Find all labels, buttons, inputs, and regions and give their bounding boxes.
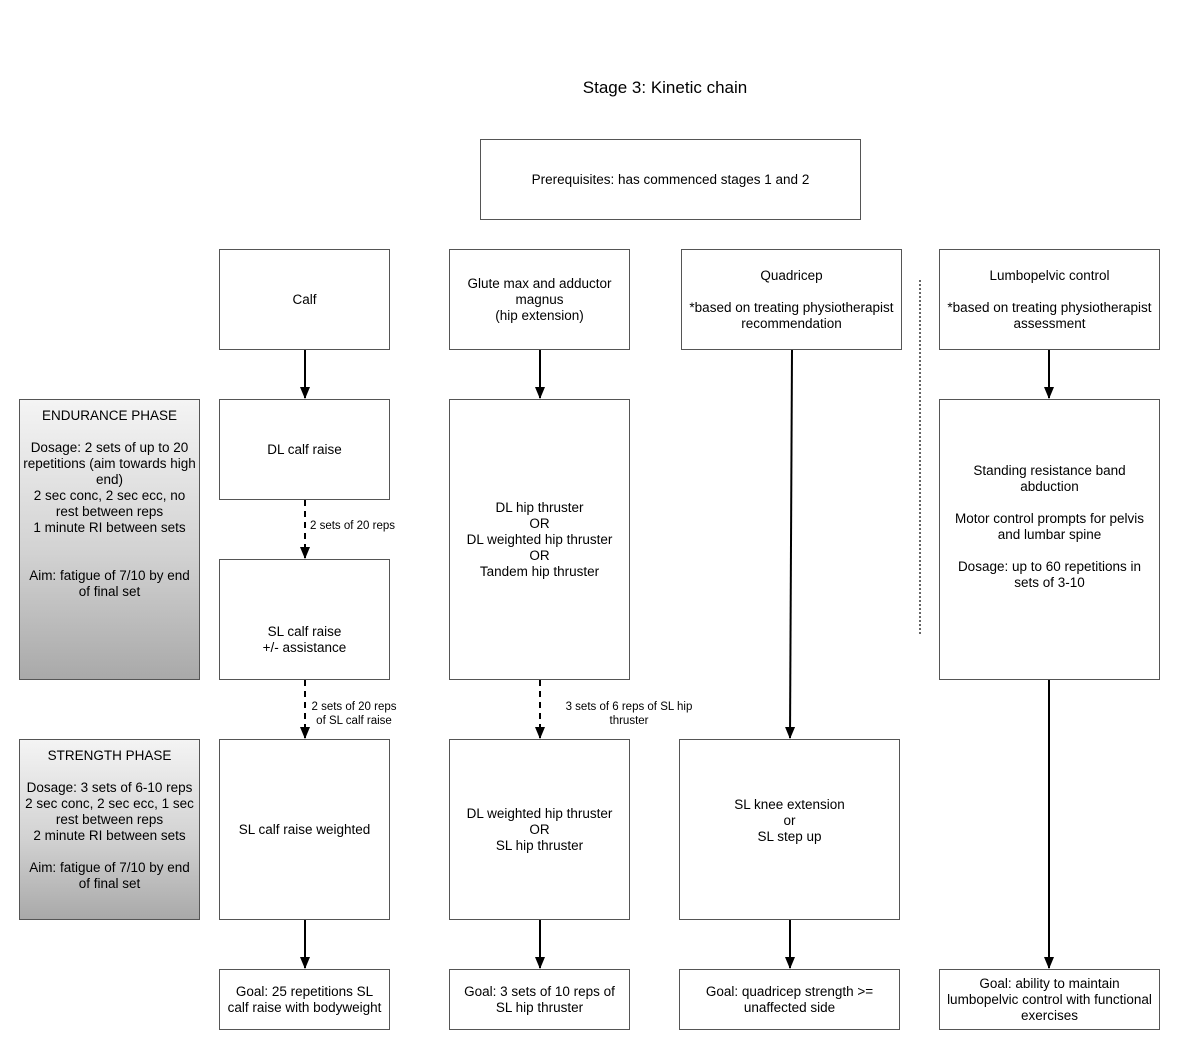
goal-lumbo-text: Goal: ability to maintain lumbopelvic co…	[947, 975, 1152, 1023]
lumbo-header-box: Lumbopelvic control *based on treating p…	[939, 249, 1160, 350]
goal-calf-text: Goal: 25 repetitions SL calf raise with …	[227, 983, 382, 1015]
lumbo-band-text: Standing resistance band abduction Motor…	[954, 462, 1145, 590]
hip-progression-label: 3 sets of 6 reps of SL hip thruster	[565, 701, 693, 727]
goal-lumbo-box: Goal: ability to maintain lumbopelvic co…	[939, 969, 1160, 1030]
dl-calf-raise-text: DL calf raise	[267, 441, 342, 457]
hip-thruster-box: DL hip thruster OR DL weighted hip thrus…	[449, 399, 630, 680]
sl-knee-extension-text: SL knee extension or SL step up	[734, 796, 845, 844]
dl-weighted-hip-text: DL weighted hip thruster OR SL hip thrus…	[466, 805, 613, 853]
goal-glute-text: Goal: 3 sets of 10 reps of SL hip thrust…	[464, 983, 615, 1015]
lumbo-header-text: Lumbopelvic control *based on treating p…	[947, 268, 1152, 331]
calf-progression-label-2: 2 sets of 20 reps of SL calf raise	[311, 701, 397, 727]
strength-phase-box: STRENGTH PHASE Dosage: 3 sets of 6-10 re…	[19, 739, 200, 920]
dl-weighted-hip-box: DL weighted hip thruster OR SL hip thrus…	[449, 739, 630, 920]
goal-quad-box: Goal: quadricep strength >= unaffected s…	[679, 969, 900, 1030]
quad-header-text: Quadricep *based on treating physiothera…	[689, 268, 894, 331]
sl-calf-raise-text: SL calf raise +/- assistance	[262, 623, 347, 655]
prerequisites-text: Prerequisites: has commenced stages 1 an…	[531, 171, 810, 187]
goal-calf-box: Goal: 25 repetitions SL calf raise with …	[219, 969, 390, 1030]
prerequisites-box: Prerequisites: has commenced stages 1 an…	[480, 139, 861, 220]
goal-quad-text: Goal: quadricep strength >= unaffected s…	[705, 983, 874, 1015]
goal-glute-box: Goal: 3 sets of 10 reps of SL hip thrust…	[449, 969, 630, 1030]
calf-header-text: Calf	[292, 291, 317, 307]
diagram-title: Stage 3: Kinetic chain	[582, 78, 748, 97]
quad-header-box: Quadricep *based on treating physiothera…	[681, 249, 902, 350]
glute-header-text: Glute max and adductor magnus (hip exten…	[467, 275, 612, 323]
sl-calf-weighted-text: SL calf raise weighted	[238, 821, 371, 837]
calf-header-box: Calf	[219, 249, 390, 350]
dl-calf-raise-box: DL calf raise	[219, 399, 390, 500]
calf-progression-label-1: 2 sets of 20 reps	[310, 520, 396, 532]
sl-calf-weighted-box: SL calf raise weighted	[219, 739, 390, 920]
lumbo-band-box: Standing resistance band abduction Motor…	[939, 399, 1160, 680]
endurance-phase-box: ENDURANCE PHASE Dosage: 2 sets of up to …	[19, 399, 200, 680]
hip-thruster-text: DL hip thruster OR DL weighted hip thrus…	[466, 499, 613, 579]
glute-header-box: Glute max and adductor magnus (hip exten…	[449, 249, 630, 350]
arrow-quad-header-to-knee	[785, 349, 796, 739]
sl-calf-raise-box: SL calf raise +/- assistance	[219, 559, 390, 680]
sl-knee-extension-box: SL knee extension or SL step up	[679, 739, 900, 920]
